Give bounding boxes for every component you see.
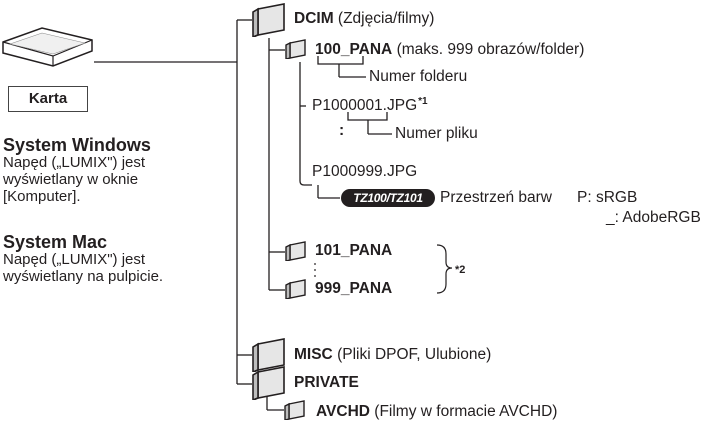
dcim-entry: DCIM (Zdjęcia/filmy) — [294, 10, 434, 28]
folder-number-label: Numer folderu — [369, 68, 468, 85]
avchd-entry: AVCHD (Filmy w formacie AVCHD) — [316, 403, 557, 421]
dcim-folder-icon — [252, 3, 285, 37]
card-reader-icon — [2, 27, 93, 67]
dcim-desc: (Zdjęcia/filmy) — [337, 10, 435, 27]
file-number-label: Numer pliku — [395, 125, 478, 142]
file1-entry: P1000001.JPG*1 — [312, 96, 428, 117]
srgb-option: P: sRGB — [577, 189, 638, 206]
windows-title: System Windows — [3, 135, 151, 155]
private-name: PRIVATE — [294, 374, 359, 391]
pana101-name: 101_PANA — [315, 242, 393, 259]
avchd-name: AVCHD — [316, 403, 370, 420]
card-label: Karta — [8, 86, 88, 112]
avchd-folder-icon — [284, 400, 305, 420]
private-folder-icon — [252, 366, 285, 400]
windows-text-3: [Komputer]. — [3, 188, 81, 205]
misc-entry: MISC (Pliki DPOF, Ulubione) — [294, 346, 491, 364]
adobergb-option: _: AdobeRGB — [606, 209, 701, 226]
misc-folder-icon — [252, 338, 285, 372]
misc-name: MISC — [294, 346, 333, 363]
windows-text-1: Napęd („LUMIX") jest — [3, 154, 146, 171]
pana100-desc: (maks. 999 obrazów/folder) — [396, 41, 585, 58]
pana999-folder-icon — [285, 279, 306, 299]
file999-name: P1000999.JPG — [312, 163, 418, 180]
misc-desc: (Pliki DPOF, Ulubione) — [337, 346, 492, 363]
pana100-folder-icon — [285, 39, 306, 59]
pana100-name: 100_PANA — [315, 41, 393, 58]
pana999-name: 999_PANA — [315, 280, 393, 297]
mac-title: System Mac — [3, 232, 108, 252]
color-space-label: Przestrzeń barw — [440, 189, 552, 206]
note2-marker: *2 — [455, 264, 466, 276]
windows-text-2: wyświetlany w oknie — [3, 171, 139, 188]
model-badge: TZ100/TZ101 — [341, 189, 435, 207]
mac-text-2: wyświetlany na pulpicie. — [3, 268, 164, 285]
mac-text-1: Napęd („LUMIX") jest — [3, 251, 146, 268]
pana100-entry: 100_PANA (maks. 999 obrazów/folder) — [315, 41, 584, 59]
avchd-desc: (Filmy w formacie AVCHD) — [374, 403, 558, 420]
file1-name: P1000001.JPG — [312, 97, 418, 114]
files-ellipsis: : — [339, 122, 345, 139]
file1-note: *1 — [418, 96, 428, 107]
dcim-name: DCIM — [294, 10, 334, 27]
pana101-folder-icon — [285, 241, 306, 261]
